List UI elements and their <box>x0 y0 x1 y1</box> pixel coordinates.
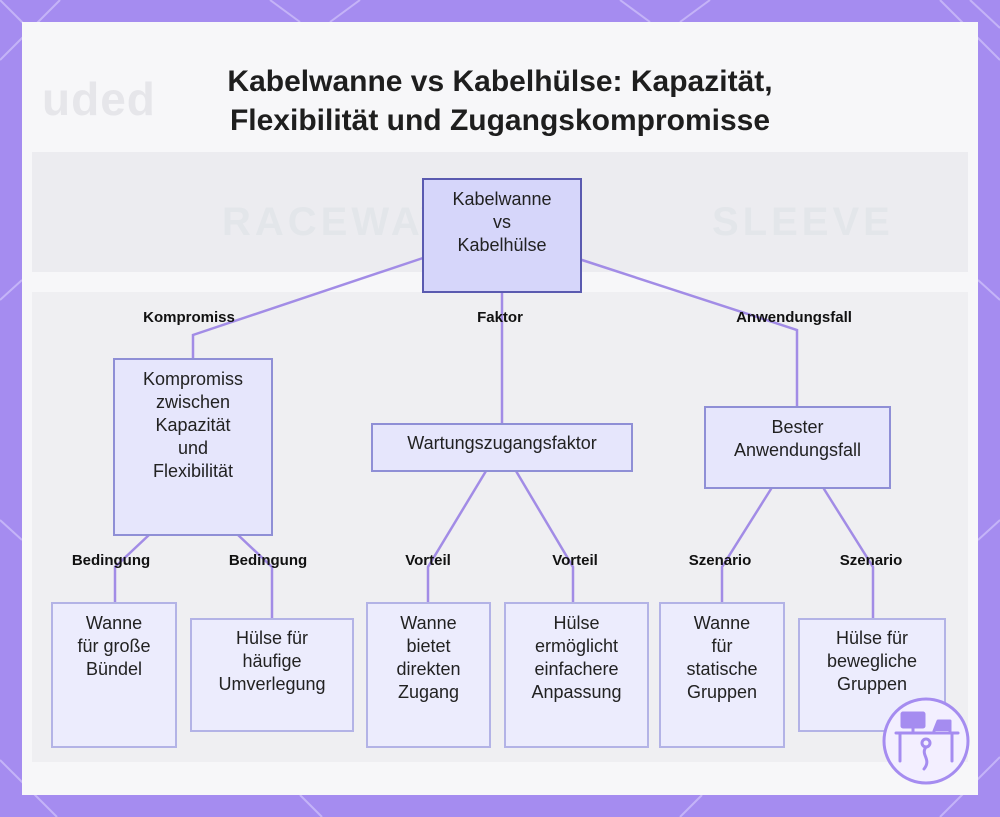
leaf-line: für große <box>77 636 151 656</box>
leaf-line: direkten <box>396 659 461 679</box>
node-line: Bester <box>771 417 824 437</box>
node-line: Kapazität <box>155 415 231 435</box>
leaf-line: Zugang <box>397 682 460 702</box>
background-word-right: SLEEVE <box>712 200 894 244</box>
node-bester-anwendungsfall: Bester Anwendungsfall <box>704 406 891 489</box>
leaf-wanne-grosse-buendel: Wanne für große Bündel <box>51 602 177 748</box>
leaf-line: statische <box>686 659 758 679</box>
node-line: Kompromiss <box>142 369 244 389</box>
leaf-huelse-haeufige-umverlegung: Hülse für häufige Umverlegung <box>190 618 354 732</box>
edge-label-faktor: Faktor <box>477 309 523 326</box>
edge-anwendung-leaf-1 <box>720 487 773 604</box>
node-line: Flexibilität <box>152 461 234 481</box>
root-line: Kabelwanne <box>452 189 552 209</box>
leaf-wanne-direkter-zugang: Wanne bietet direkten Zugang <box>366 602 491 748</box>
diagram-title-line-1: Kabelwanne vs Kabelhülse: Kapazität, <box>227 65 773 98</box>
leaf-line: Wanne <box>85 613 143 633</box>
edge-kompromiss-leaf-1 <box>113 532 152 604</box>
edge-label-szenario-1: Szenario <box>688 552 752 569</box>
leaf-line: ermöglicht <box>534 636 618 656</box>
edge-faktor-leaf-1 <box>426 469 488 604</box>
edge-faktor-leaf-2 <box>514 469 575 604</box>
background-word-left: RACEWAY <box>222 200 451 244</box>
root-line: Kabelhülse <box>457 235 547 255</box>
leaf-line: Hülse <box>553 613 600 633</box>
leaf-line: häufige <box>242 651 302 671</box>
node-line: zwischen <box>155 392 231 412</box>
node-kompromiss: Kompromiss zwischen Kapazität und Flexib… <box>113 358 273 536</box>
edge-root-anwendungsfall <box>580 258 799 408</box>
leaf-line: Bündel <box>85 659 143 679</box>
leaf-line: Wanne <box>400 613 457 633</box>
background-logo-text: uded <box>42 73 156 125</box>
leaf-line: Wanne <box>693 613 751 633</box>
edge-label-vorteil-1: Vorteil <box>405 552 451 569</box>
leaf-wanne-statische-gruppen: Wanne für statische Gruppen <box>659 602 785 748</box>
edge-label-bedingung-1: Bedingung <box>71 552 151 569</box>
root-line: vs <box>493 212 511 232</box>
node-wartungszugangsfaktor: Wartungszugangsfaktor <box>371 423 633 472</box>
edge-label-kompromiss: Kompromiss <box>143 309 235 326</box>
edge-label-vorteil-2: Vorteil <box>552 552 598 569</box>
root-node: Kabelwanne vs Kabelhülse <box>422 178 582 293</box>
leaf-line: Umverlegung <box>218 674 326 694</box>
edge-label-bedingung-2: Bedingung <box>228 552 308 569</box>
edge-root-kompromiss <box>191 256 425 360</box>
leaf-line: Hülse für <box>235 628 309 648</box>
leaf-huelse-einfachere-anpassung: Hülse ermöglicht einfachere Anpassung <box>504 602 649 748</box>
edge-label-anwendungsfall: Anwendungsfall <box>736 309 852 326</box>
leaf-line: einfachere <box>534 659 619 679</box>
desk-workstation-icon <box>882 697 970 785</box>
leaf-line: Hülse für <box>835 628 909 648</box>
leaf-line: Anpassung <box>531 682 622 702</box>
edge-kompromiss-leaf-2 <box>235 532 274 620</box>
leaf-line: Gruppen <box>836 674 908 694</box>
node-line: Anwendungsfall <box>733 440 862 460</box>
node-line: und <box>177 438 209 458</box>
edge-anwendung-leaf-2 <box>822 487 875 620</box>
node-line: Wartungszugangsfaktor <box>407 433 597 453</box>
leaf-line: bietet <box>406 636 451 656</box>
leaf-line: für <box>711 636 733 656</box>
edge-label-szenario-2: Szenario <box>839 552 903 569</box>
leaf-line: bewegliche <box>826 651 918 671</box>
diagram-title-line-2: Flexibilität und Zugangskompromisse <box>229 104 771 137</box>
leaf-line: Gruppen <box>686 682 758 702</box>
